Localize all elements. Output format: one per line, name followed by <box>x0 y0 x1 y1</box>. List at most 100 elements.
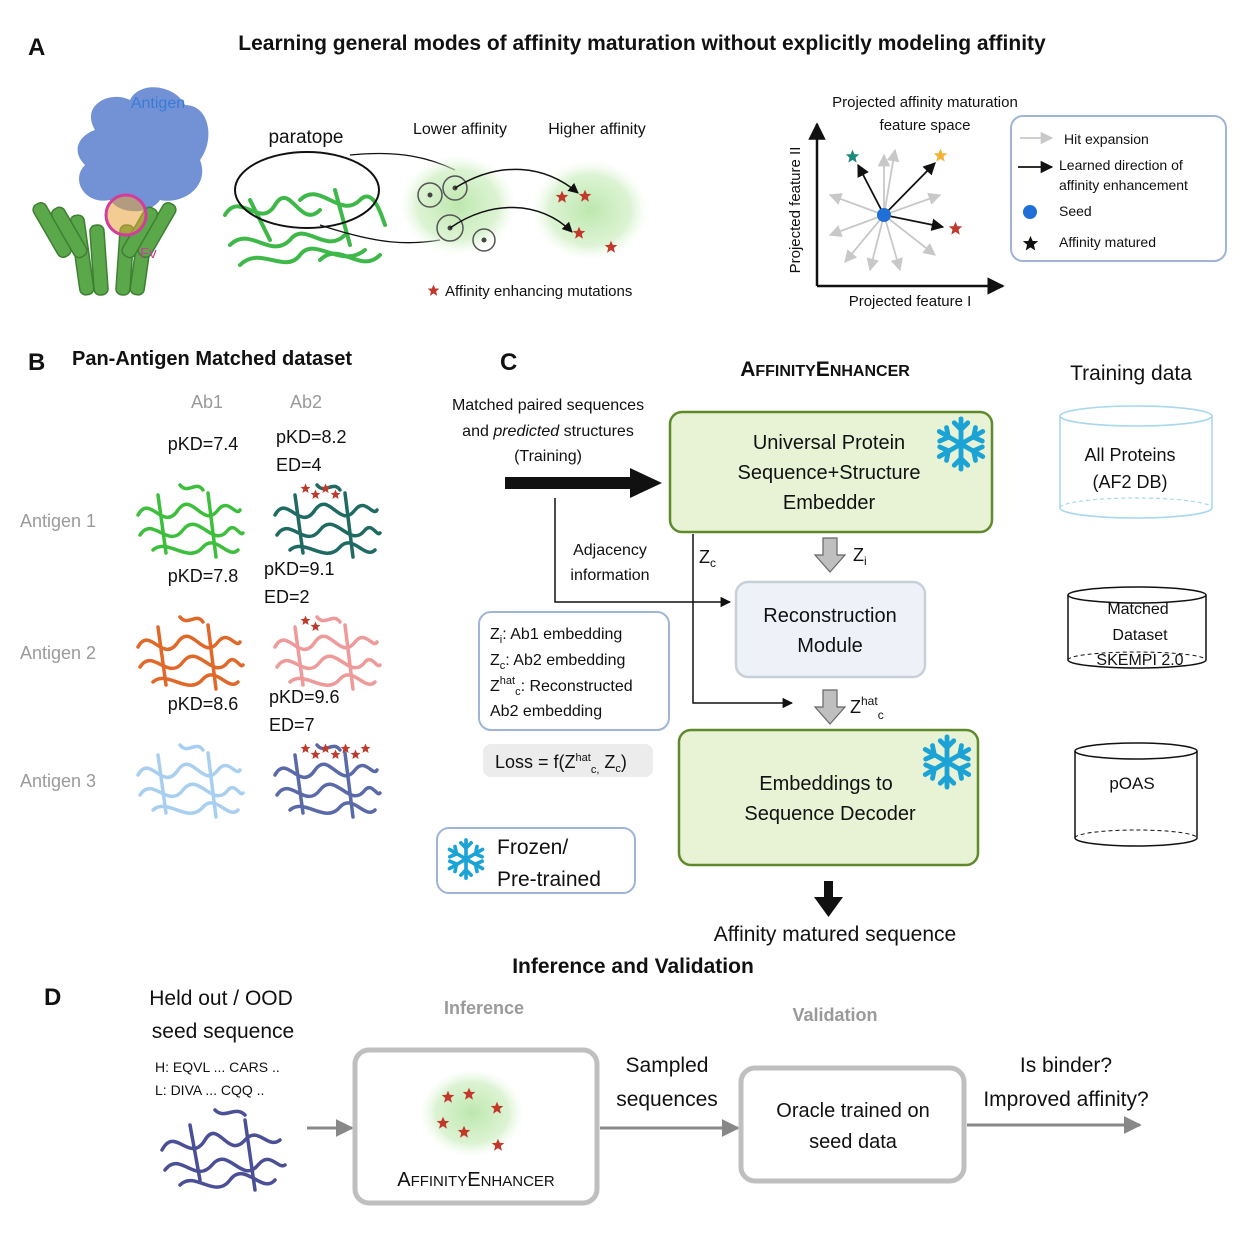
reconstruction-label-1: Reconstruction <box>763 605 896 627</box>
mutations-legend-label: Affinity enhancing mutations <box>445 283 632 300</box>
mutation-star-icon <box>300 615 311 626</box>
decoder-box: Embeddings to Sequence Decoder <box>677 728 980 867</box>
panel-c-letter: C <box>500 349 517 376</box>
legend-affinity-matured: Affinity matured <box>1059 234 1156 250</box>
mutation-star-icon <box>427 284 440 296</box>
decoder-label-1: Embeddings to <box>759 773 892 795</box>
question-2: Improved affinity? <box>983 1088 1148 1111</box>
mutation-star-icon <box>300 483 311 494</box>
affinityenhancer-title: AFFINITYENHANCER <box>740 358 910 381</box>
lower-affinity-label: Lower affinity <box>413 121 507 138</box>
db-skempi-label-1: Matched <box>1107 601 1168 618</box>
ab2-pkd-label: pKD=8.2 <box>276 427 347 447</box>
matured-star-yellow <box>933 148 948 162</box>
paratope-label: paratope <box>268 127 343 148</box>
inference-box: AFFINITYENHANCER <box>352 1047 600 1206</box>
sampled-label-2: sequences <box>616 1088 718 1111</box>
zhat-arrow <box>813 689 847 725</box>
oracle-box: Oracle trained on seed data <box>738 1065 967 1184</box>
inference-enhancer-label: AFFINITYENHANCER <box>397 1169 555 1191</box>
seed-label-1: Held out / OOD <box>149 987 293 1010</box>
loss-formula: Loss = f(Zhatc, Zc) <box>495 752 627 776</box>
mutation-star-icon <box>310 489 321 500</box>
mutation-star-icon <box>300 743 311 754</box>
lower-affinity-blob <box>400 155 516 255</box>
input-label-3: (Training) <box>514 448 582 465</box>
frozen-label-1: Frozen/ <box>497 836 568 859</box>
inference-label: Inference <box>444 998 524 1018</box>
ab1-structure <box>136 743 245 819</box>
validation-label: Validation <box>792 1005 877 1025</box>
def-zhat-2: Ab2 embedding <box>490 703 602 720</box>
embedding-definitions: Zi: Ab1 embedding Zc: Ab2 embedding Zhat… <box>478 611 670 731</box>
decoder-label-2: Sequence Decoder <box>744 803 916 825</box>
feature-space-title-2: feature space <box>880 117 971 134</box>
embedder-label-2: Sequence+Structure <box>738 462 921 484</box>
embedder-label-1: Universal Protein <box>753 432 905 454</box>
panel-b-title: Pan-Antigen Matched dataset <box>72 348 352 370</box>
mutation-star-icon <box>350 749 361 760</box>
hit-expansion-arrows <box>828 148 942 272</box>
seed-label-2: seed sequence <box>152 1020 294 1043</box>
legend-learned-direction-2: affinity enhancement <box>1059 177 1188 193</box>
mutation-star-icon <box>360 743 371 754</box>
antigen-row-label: Antigen 3 <box>20 771 96 791</box>
adjacency-connector <box>554 498 794 709</box>
sampled-label-1: Sampled <box>626 1054 709 1077</box>
higher-affinity-blob <box>532 160 648 260</box>
embedder-label-3: Embedder <box>783 492 876 514</box>
ab1-structure <box>136 483 245 559</box>
panel-d-letter: D <box>44 984 61 1011</box>
matured-star-red <box>948 221 963 235</box>
output-label: Affinity matured sequence <box>714 923 956 946</box>
ab2-pkd-label: pKD=9.1 <box>264 559 335 579</box>
higher-affinity-label: Higher affinity <box>548 121 646 138</box>
feature-space-legend: Hit expansion Learned direction of affin… <box>1010 115 1227 262</box>
def-zi: Zi: Ab1 embedding <box>490 626 622 646</box>
paratope-structure: paratope <box>223 127 456 267</box>
legend-seed: Seed <box>1059 203 1092 219</box>
legend-hit-expansion: Hit expansion <box>1064 131 1149 147</box>
input-label-1: Matched paired sequences <box>452 397 644 414</box>
antigen-label: Antigen <box>131 95 185 112</box>
reconstruction-module: Reconstruction Module <box>734 580 927 679</box>
antigen-row-label: Antigen 1 <box>20 511 96 531</box>
input-label-2: and predicted structures <box>462 423 634 440</box>
mutation-star-icon <box>310 621 321 632</box>
panel-a-title: Learning general modes of affinity matur… <box>238 32 1046 55</box>
antigen-row-label: Antigen 2 <box>20 643 96 663</box>
db-skempi-label-3: SKEMPI 2.0 <box>1096 652 1183 669</box>
ab2-structure <box>273 743 382 819</box>
ab2-structure <box>273 615 382 691</box>
def-zhat: Zhatc: Reconstructed <box>490 675 633 698</box>
adjacency-label-2: information <box>570 567 649 584</box>
antibody-antigen-illustration: Antigen Fv <box>32 87 209 296</box>
training-data-title: Training data <box>1070 362 1192 385</box>
oracle-label-2: seed data <box>809 1131 898 1153</box>
legend-learned-direction-1: Learned direction of <box>1059 157 1183 173</box>
antigen-blob <box>77 87 209 212</box>
feature-space-axes <box>808 122 1005 295</box>
panel-d-title: Inference and Validation <box>512 955 754 978</box>
def-zc: Zc: Ab2 embedding <box>490 652 625 672</box>
seed-structure <box>160 1108 287 1192</box>
zc-label: Zc <box>699 547 716 570</box>
ab1-pkd-label: pKD=7.8 <box>168 566 239 586</box>
frozen-label-2: Pre-trained <box>497 868 601 891</box>
axis-y-label: Projected feature II <box>787 147 804 274</box>
loss-box: Loss = f(Zhatc, Zc) <box>483 744 653 777</box>
zi-arrow <box>813 537 847 573</box>
ab2-ed-label: ED=4 <box>276 455 322 475</box>
learned-direction-arrows <box>857 162 945 231</box>
question-1: Is binder? <box>1020 1054 1112 1077</box>
axis-x-label: Projected feature I <box>849 293 972 310</box>
db-poas-label: pOAS <box>1109 774 1154 793</box>
matured-star-teal <box>845 149 860 163</box>
zhat-label: Zhatc <box>850 694 884 722</box>
seed-point <box>877 208 891 222</box>
ab2-ed-label: ED=7 <box>269 715 315 735</box>
legend-seed-icon <box>1023 205 1037 219</box>
col-ab2: Ab2 <box>290 392 322 412</box>
reconstruction-label-2: Module <box>797 635 863 657</box>
